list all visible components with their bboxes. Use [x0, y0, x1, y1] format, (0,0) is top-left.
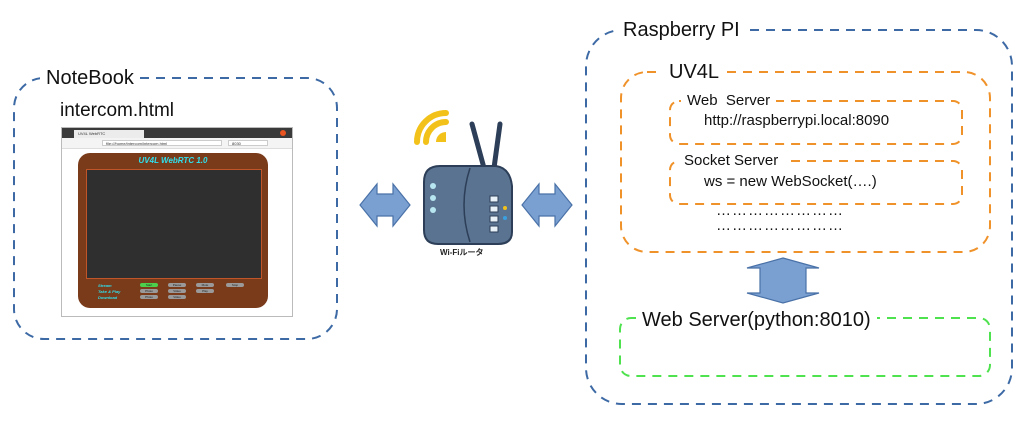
router-label: Wi-Fiルータ	[440, 248, 484, 257]
notebook-title: NoteBook	[40, 67, 140, 89]
close-icon	[280, 130, 286, 136]
raspberry-pi-box	[585, 29, 1013, 405]
control-label-stream: Stream	[98, 283, 112, 288]
socket-server-box	[669, 160, 963, 205]
uv4l-box	[620, 71, 991, 253]
app-title: UV4L WebRTC 1.0	[138, 156, 208, 165]
web-server-url: http://raspberrypi.local:8090	[704, 112, 890, 129]
browser-screenshot: UV4L WebRTC file:///home/intercom/interc…	[61, 127, 293, 317]
app-video-area	[86, 169, 262, 279]
page-label: intercom.html	[60, 100, 175, 121]
uv4l-title: UV4L	[663, 61, 726, 83]
photo-button: Photo	[140, 289, 158, 293]
wifi-router-icon	[414, 110, 513, 245]
browser-tab-bar: UV4L WebRTC	[62, 128, 292, 138]
double-arrow-left	[359, 182, 411, 228]
python-web-server-box	[619, 317, 991, 377]
control-label-take-play: Take & Play	[98, 289, 121, 294]
pause-button: Pause	[168, 283, 186, 287]
web-server-title: Web Server	[681, 92, 777, 109]
app-frame: UV4L WebRTC 1.0 Stream Take & Play Downl…	[78, 153, 268, 308]
download-photo-button: Photo	[140, 295, 158, 299]
browser-tab: UV4L WebRTC	[74, 130, 144, 138]
raspberry-pi-title: Raspberry PI	[617, 19, 746, 41]
browser-url: file:///home/intercom/intercom.html	[102, 140, 222, 146]
notebook-box	[13, 77, 338, 340]
download-video-button: Video	[168, 295, 186, 299]
browser-url-bar: file:///home/intercom/intercom.html 8030	[62, 138, 292, 149]
socket-server-title: Socket Server	[678, 152, 785, 169]
double-arrow-right	[521, 182, 573, 228]
web-server-box	[669, 100, 963, 145]
python-server-title: Web Server(python:8010)	[636, 309, 877, 331]
ellipsis-line-2: ……………………	[716, 217, 844, 234]
socket-server-code: ws = new WebSocket(….)	[704, 173, 877, 190]
video-button: Video	[168, 289, 186, 293]
mute-button: Mute	[196, 283, 214, 287]
stop-button: Stop	[226, 283, 244, 287]
browser-search: 8030	[228, 140, 268, 146]
double-arrow-vertical	[746, 257, 820, 304]
control-label-download: Download	[98, 295, 118, 300]
play-button: Play	[196, 289, 214, 293]
start-button: Start	[140, 283, 158, 287]
ellipsis-line-1: ……………………	[716, 202, 844, 219]
